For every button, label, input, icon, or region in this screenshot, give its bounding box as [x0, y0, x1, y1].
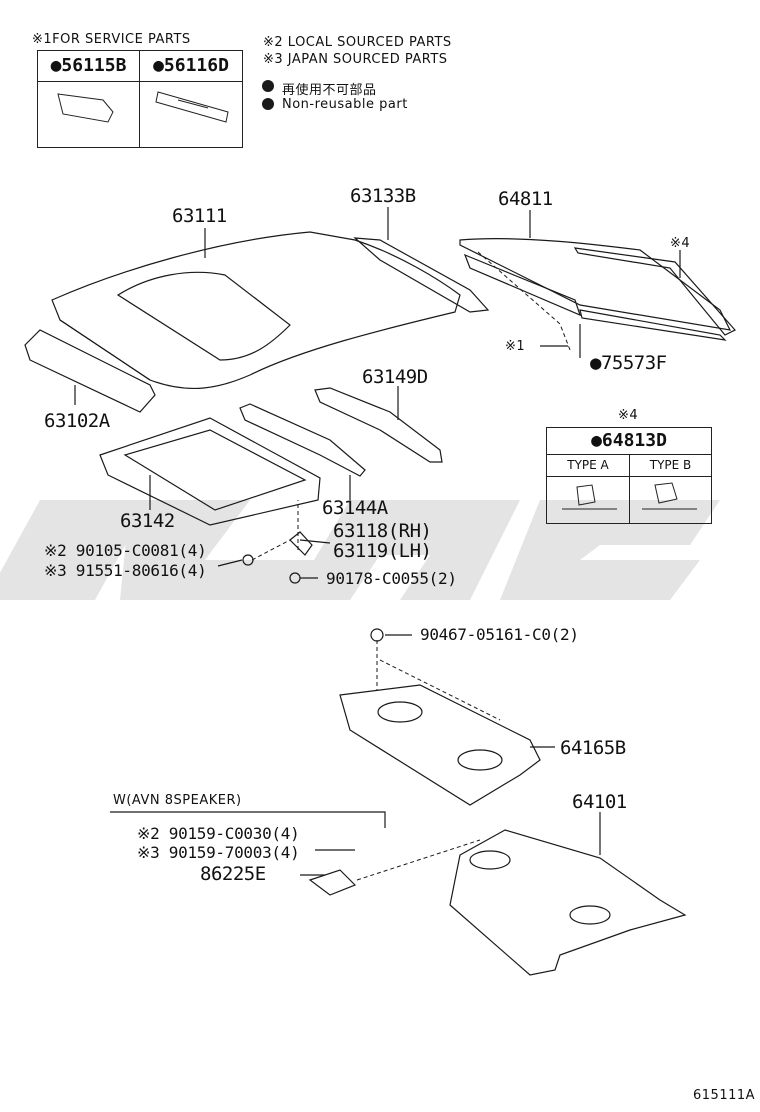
type-table-note: ※4 [618, 408, 639, 423]
service-part-cell-2: ●56116D [153, 55, 229, 76]
label-63144A: 63144A [322, 497, 388, 519]
label-63142: 63142 [120, 510, 175, 532]
service-part-cell-1: ●56115B [50, 55, 127, 76]
service-parts-table: ●56115B ●56116D [37, 50, 243, 148]
type-table-title: ●64813D [591, 430, 667, 451]
package-tray-panel [449, 829, 687, 976]
type-a-label: TYPE A [567, 458, 609, 472]
non-reusable-note-jp: 再使用不可部品 [282, 83, 377, 98]
label-63118: 63118(RH) [333, 520, 432, 542]
label-63102A: 63102A [44, 410, 110, 432]
label-63111: 63111 [172, 205, 227, 227]
label-90105: ※2 90105-C0081(4) [44, 541, 207, 560]
sunroof-frame [99, 417, 321, 526]
local-sourced-note: ※2 LOCAL SOURCED PARTS [263, 35, 452, 50]
rear-roof-rail [353, 237, 490, 313]
label-w-avn: W(AVN 8SPEAKER) [113, 793, 242, 808]
label-75573F: ●75573F [590, 352, 667, 374]
back-window-glass [459, 238, 732, 331]
type-b-label: TYPE B [649, 458, 692, 472]
figure-id: 615111A [693, 1088, 756, 1103]
bracket [289, 531, 313, 556]
label-63119: 63119(LH) [333, 540, 432, 562]
speaker [308, 869, 357, 896]
type-table: ●64813D TYPE A TYPE B [546, 427, 712, 524]
label-91551: ※3 91551-80616(4) [44, 561, 207, 580]
label-63149D: 63149D [362, 366, 428, 388]
label-90467: 90467-05161-C0(2) [420, 625, 579, 644]
label-86225E: 86225E [200, 863, 266, 885]
label-note4: ※4 [670, 236, 691, 251]
roof-rail-bow [239, 403, 366, 477]
japan-sourced-note: ※3 JAPAN SOURCED PARTS [263, 52, 448, 67]
non-reusable-note-en: Non-reusable part [282, 97, 408, 112]
front-header-panel [24, 329, 156, 413]
service-parts-note: ※1FOR SERVICE PARTS [32, 32, 191, 47]
label-63133B: 63133B [350, 185, 416, 207]
label-note1: ※1 [505, 339, 526, 354]
label-90178: 90178-C0055(2) [326, 569, 457, 588]
label-64165B: 64165B [560, 737, 626, 759]
type-sketches [562, 482, 697, 510]
label-90159-70003: ※3 90159-70003(4) [137, 843, 300, 862]
roof-panel [51, 231, 461, 390]
package-tray-trim [339, 684, 541, 806]
roof-reinforcement [314, 387, 443, 463]
label-90159-c0030: ※2 90159-C0030(4) [137, 824, 300, 843]
service-part-sketches [57, 91, 229, 123]
label-64101: 64101 [572, 791, 627, 813]
label-64811: 64811 [498, 188, 553, 210]
